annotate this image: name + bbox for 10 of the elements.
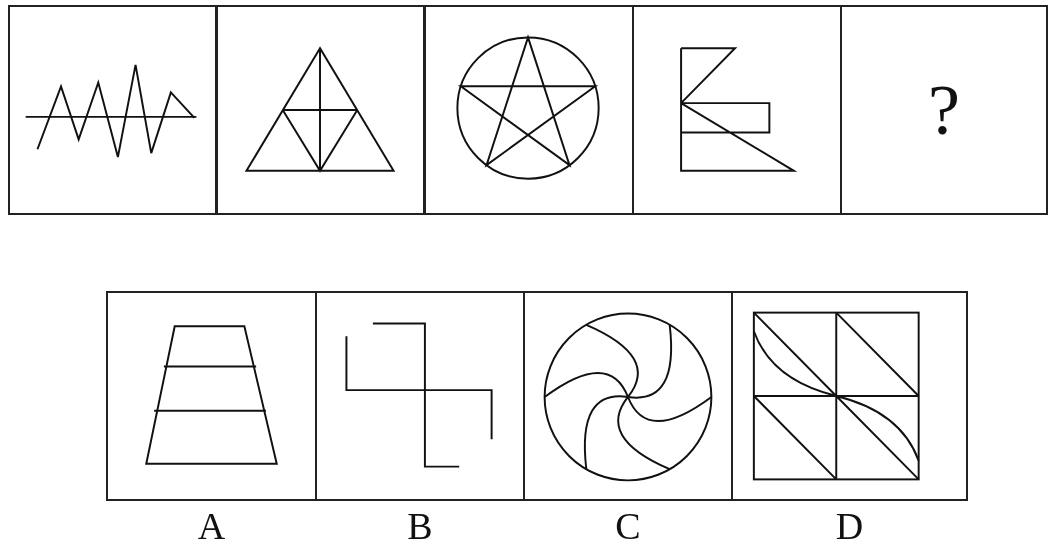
option-letter: B — [407, 507, 433, 545]
option-letter: C — [615, 507, 641, 545]
figure-box — [8, 5, 217, 215]
figure-box — [216, 5, 425, 215]
option-letter: A — [197, 507, 226, 545]
figure-box — [424, 5, 634, 215]
question-box — [840, 5, 1048, 215]
option-letter: D — [835, 507, 864, 545]
question-mark: ? — [928, 74, 960, 146]
figure-box — [632, 5, 842, 215]
